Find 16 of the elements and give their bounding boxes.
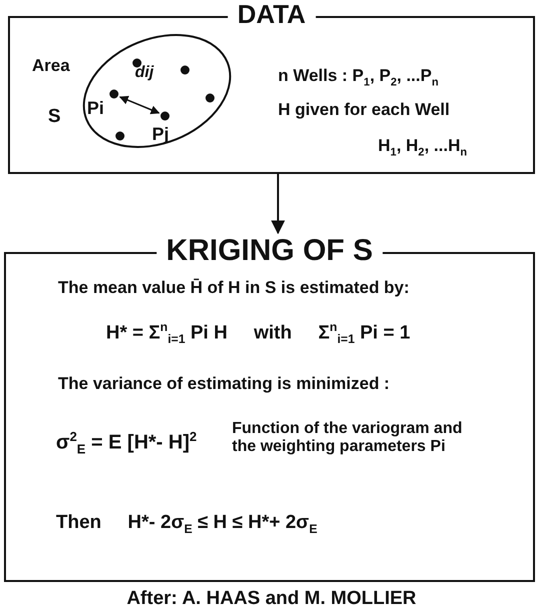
description-text: The mean value H̄ of H in S is estimated by: <box>58 278 410 298</box>
formula-note: Function of the variogram and the weighting parameters Pi <box>232 420 464 457</box>
variance-formula: σ$^{2}$$_{E}$ = E [H*- H]$^{2}$ <box>56 430 197 458</box>
caption: After: A. HAAS and M. MOLLIER <box>126 588 416 610</box>
estimate-formula: H* = Σ$^{n}$$_{i=1}$ Pi H with Σ$^{n}$$_{i=1}$ Pi = 1 <box>106 320 410 346</box>
wells-note: H given for each Well <box>278 100 450 120</box>
arrow <box>271 174 285 234</box>
description-text: The variance of estimating is minimized : <box>58 374 390 394</box>
wells-text: n Wells : P$_{1}$, P$_{2}$, ...P$_{n}$ <box>278 66 438 90</box>
distance-label: dij <box>135 64 154 82</box>
inequality-formula: Then H*- 2σ$_{E}$ ≤ H ≤ H*+ 2σ$_{E}$ <box>56 512 318 536</box>
area-name: S <box>48 106 61 128</box>
values-text: H$_{1}$, H$_{2}$, ...H$_{n}$ <box>378 136 467 160</box>
point-label: Pj <box>152 124 170 145</box>
area-label: Area <box>32 56 70 76</box>
point-label: Pi <box>87 98 104 119</box>
